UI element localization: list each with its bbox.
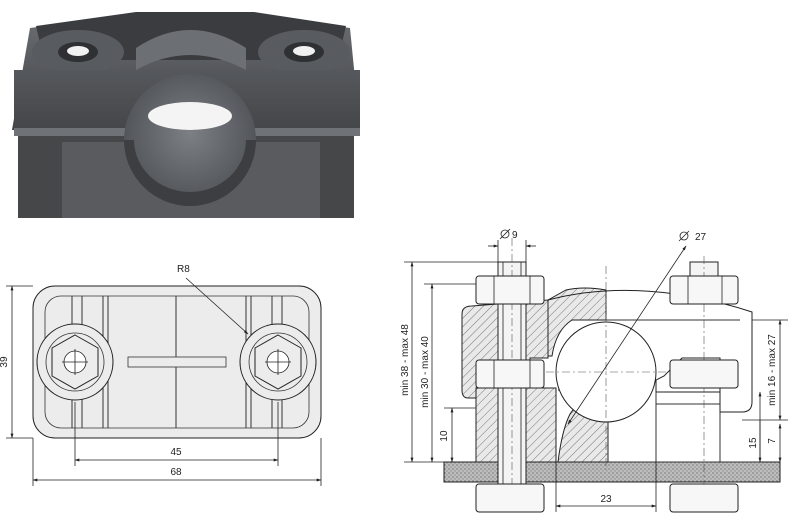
radius-leader [185, 277, 249, 335]
top-view-drawing: R8 39 45 68 [0, 264, 322, 486]
clamp-range-label: min 16 - max 27 [767, 334, 778, 406]
dim-7-label: 7 [767, 438, 778, 444]
diameter-symbol-icon [678, 230, 690, 242]
width-45-label: 45 [170, 447, 182, 458]
clamp-photo [12, 12, 360, 218]
side-view-drawing: 9 27 min 38 - max 48 min 30 - max 40 10 … [400, 228, 788, 513]
left-lower-nut [475, 483, 545, 513]
clamp-bore [124, 74, 256, 206]
bolt-diameter-label: 9 [512, 230, 518, 241]
left-upper-nut [475, 275, 545, 305]
base-height-label: 10 [439, 430, 450, 442]
diameter-symbol-icon [499, 228, 511, 240]
height-max-label: min 38 - max 48 [400, 324, 411, 396]
dim-15-label: 15 [748, 437, 759, 449]
right-lower-nut [669, 483, 739, 513]
width-68-label: 68 [170, 467, 182, 478]
mounting-base [443, 461, 781, 483]
radius-label: R8 [177, 264, 190, 275]
right-middle-nut [669, 359, 739, 389]
left-middle-nut [475, 359, 545, 389]
bore-diameter-label: 27 [695, 232, 707, 243]
height-39-label: 39 [0, 356, 10, 368]
bore-diameter-leader [567, 245, 687, 425]
offset-23-label: 23 [600, 494, 612, 505]
height-inner-label: min 30 - max 40 [420, 336, 431, 408]
right-upper-nut [669, 275, 739, 305]
